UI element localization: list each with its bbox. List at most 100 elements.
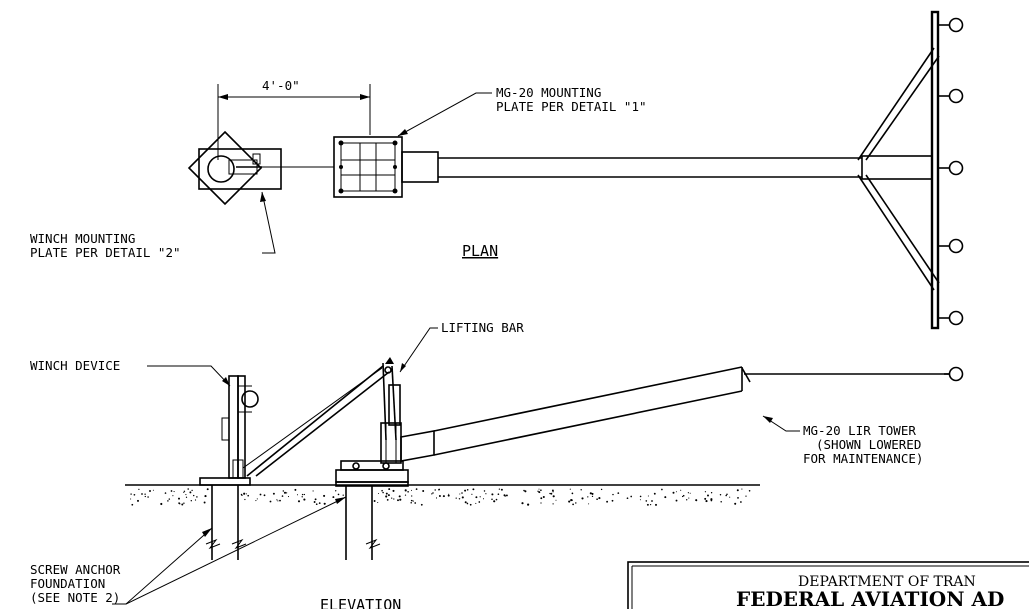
ground-line (125, 484, 760, 506)
ground-hatch-dot (680, 489, 682, 491)
ground-hatch-dot (612, 493, 614, 496)
ground-hatch-dot (734, 502, 737, 505)
ground-hatch-dot (675, 491, 677, 493)
ground-hatch-dot (263, 494, 266, 497)
ground-hatch-dot (387, 494, 390, 497)
ground-hatch-dot (695, 499, 698, 502)
dimension-label: 4'-0" (262, 78, 300, 93)
lifting-bar-callout: LIFTING BAR (399, 320, 524, 373)
ground-hatch-dot (524, 490, 527, 493)
ground-hatch-dot (485, 493, 487, 495)
ground-hatch-dot (478, 501, 481, 503)
ground-hatch-dot (540, 489, 542, 492)
tower-label-2: (SHOWN LOWERED (816, 437, 921, 452)
ground-hatch-dot (373, 500, 376, 502)
ground-hatch-dot (617, 492, 620, 494)
ground-hatch-dot (179, 503, 181, 505)
ground-hatch-dot (152, 489, 154, 491)
ground-hatch-dot (741, 488, 743, 490)
ground-hatch-dot (606, 500, 609, 503)
ground-hatch-dot (611, 499, 614, 502)
ground-hatch-dot (685, 499, 688, 501)
ground-hatch-dot (244, 498, 246, 501)
ground-hatch-dot (471, 493, 473, 495)
ground-hatch-dot (503, 494, 506, 497)
ground-hatch-dot (458, 498, 461, 500)
ground-hatch-dot (256, 498, 258, 500)
ground-hatch-dot (646, 503, 649, 506)
ground-hatch-dot (206, 488, 209, 491)
title-block: DEPARTMENT OF TRAN FEDERAL AVIATION AD (627, 561, 1029, 609)
ground-hatch-dot (386, 499, 389, 501)
ground-hatch-dot (527, 503, 530, 506)
ground-hatch-dot (591, 495, 594, 498)
tower-label-3: FOR MAINTENANCE) (803, 451, 923, 466)
ground-hatch-dot (193, 494, 195, 497)
ground-hatch-dot (688, 497, 690, 499)
ground-hatch-dot (204, 495, 207, 498)
ground-hatch-dot (133, 493, 136, 496)
ground-hatch-dot (312, 490, 314, 492)
ground-hatch-dot (475, 502, 477, 504)
ground-hatch-dot (649, 503, 652, 506)
ground-hatch-dot (461, 496, 464, 499)
ground-hatch-dot (378, 493, 379, 494)
ground-hatch-dot (447, 494, 450, 497)
screw-anchor-left (205, 485, 247, 560)
ground-hatch-dot (466, 489, 469, 491)
ground-hatch-dot (523, 489, 525, 492)
ground-hatch-dot (707, 494, 709, 497)
ground-hatch-dot (392, 489, 395, 492)
mounting-plate-callout: MG-20 MOUNTING PLATE PER DETAIL "1" (397, 85, 647, 137)
ground-hatch-dot (497, 493, 500, 496)
ground-hatch-dot (482, 498, 485, 500)
ground-hatch-dot (149, 490, 151, 492)
ground-hatch-dot (687, 492, 690, 494)
ground-hatch-dot (422, 490, 425, 492)
ground-hatch-dot (183, 491, 185, 493)
ground-hatch-dot (381, 489, 383, 492)
ground-hatch-dot (144, 495, 146, 498)
ground-hatch-dot (323, 494, 326, 497)
ground-hatch-dot (404, 489, 407, 492)
ground-hatch-dot (587, 496, 589, 498)
anchor-label-1: SCREW ANCHOR (30, 562, 121, 577)
ground-hatch-dot (498, 488, 501, 490)
ground-hatch-dot (144, 493, 146, 495)
winch-device-callout: WINCH DEVICE (30, 358, 231, 387)
ground-hatch-dot (187, 488, 189, 490)
ground-hatch-dot (431, 493, 433, 495)
ground-hatch-dot (596, 498, 598, 501)
ground-hatch-dot (342, 494, 344, 496)
ground-hatch-dot (729, 496, 731, 498)
winch-device (199, 375, 259, 486)
ground-hatch-dot (540, 497, 543, 500)
ground-hatch-dot (726, 493, 728, 495)
ground-hatch-dot (194, 499, 197, 501)
title-block-line-2: FEDERAL AVIATION AD (736, 587, 1004, 609)
mg20-mounting-plate (333, 136, 439, 198)
ground-hatch-dot (704, 491, 707, 493)
ground-hatch-dot (542, 495, 545, 499)
ground-hatch-dot (314, 498, 317, 501)
anchor-label-3: (SEE NOTE 2) (30, 590, 120, 605)
ground-hatch-dot (398, 495, 401, 498)
ground-hatch-dot (575, 502, 577, 504)
ground-hatch-dot (410, 499, 413, 502)
lift-arm (242, 365, 390, 477)
ground-hatch-dot (661, 488, 663, 491)
plan-view: 4'-0" (30, 10, 964, 330)
ground-hatch-dot (720, 501, 722, 503)
ground-hatch-dot (438, 488, 441, 491)
ground-hatch-dot (160, 502, 163, 506)
ground-hatch-dot (710, 498, 713, 501)
ground-hatch-dot (337, 493, 340, 496)
ground-hatch-dot (412, 500, 414, 502)
ground-hatch-dot (420, 503, 423, 506)
ground-hatch-dot (552, 495, 555, 498)
plan-title: PLAN (462, 242, 498, 260)
ground-hatch-dot (653, 492, 656, 495)
ground-hatch-dot (303, 493, 306, 496)
light-bar-frame (857, 10, 964, 330)
light-fixtures-plan (938, 17, 964, 326)
